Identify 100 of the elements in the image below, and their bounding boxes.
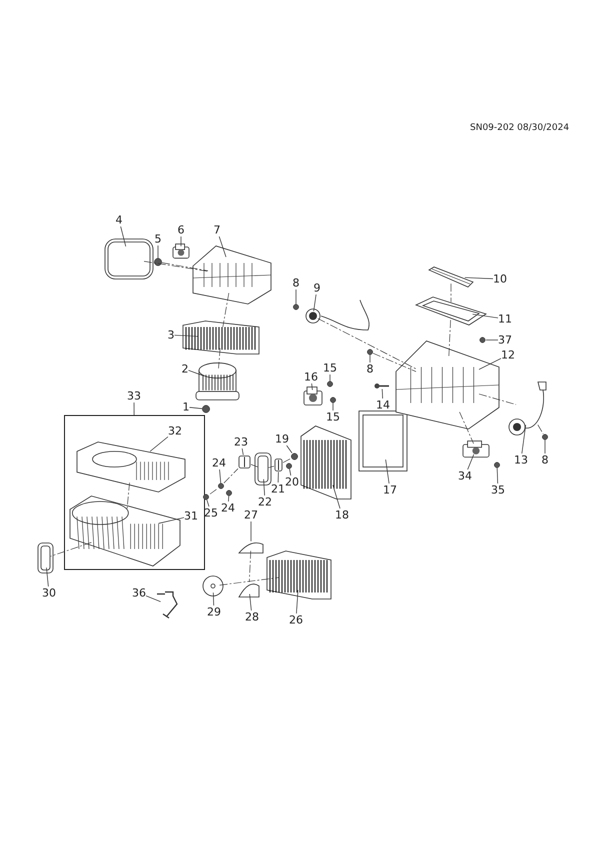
- leader-line: [332, 484, 340, 509]
- screw-drawing: [224, 490, 234, 496]
- leader-line: [218, 236, 226, 258]
- screw-drawing: [542, 434, 548, 440]
- actuator-drawing: [172, 243, 190, 259]
- callout-number: 18: [335, 508, 349, 522]
- assembly-line: [250, 464, 258, 468]
- screw-drawing: [374, 383, 390, 389]
- assembly-line: [248, 550, 252, 582]
- filter-frame-drawing: [358, 410, 408, 472]
- assembly-line: [222, 292, 230, 328]
- actuator-motor-drawing: [305, 308, 321, 324]
- assembly-line: [448, 320, 451, 358]
- assembly-line: [538, 424, 544, 434]
- screw-drawing: [154, 258, 162, 266]
- assembly-line: [372, 352, 416, 372]
- screw-drawing: [367, 349, 373, 355]
- leader-line: [150, 436, 168, 452]
- callout-number: 14: [376, 398, 390, 412]
- drawing-number: SN09-202 08/30/2024: [470, 123, 570, 133]
- assembly-line: [126, 482, 130, 510]
- leader-line: [496, 468, 498, 484]
- callout-number: 28: [245, 610, 259, 624]
- seal-drawing: [37, 542, 54, 574]
- callout-number: 26: [289, 614, 303, 626]
- assembly-line: [224, 468, 238, 484]
- callout-number: 21: [271, 482, 285, 496]
- callout-number: 4: [116, 214, 122, 226]
- callout-number: 9: [314, 282, 320, 294]
- gasket-drawing: [104, 238, 154, 280]
- callout-number: 12: [501, 348, 515, 362]
- leader-line: [46, 567, 49, 587]
- assembly-line: [282, 458, 292, 463]
- leader-line: [180, 236, 182, 247]
- duct-strip-drawing: [428, 266, 474, 288]
- actuator-drawing: [462, 440, 490, 458]
- actuator-motor-drawing: [508, 380, 548, 436]
- leader-line: [467, 454, 474, 470]
- callout-number: 32: [168, 424, 182, 438]
- callout-number: 15: [326, 410, 340, 424]
- assembly-line: [318, 318, 416, 370]
- callout-number: 6: [178, 224, 184, 236]
- callout-number: 24: [212, 456, 226, 470]
- callout-number: 30: [42, 586, 56, 600]
- screw-drawing: [202, 404, 210, 414]
- callout-number: 37: [498, 334, 512, 346]
- leader-line: [278, 472, 279, 483]
- o-ring-drawing: [286, 463, 292, 469]
- leader-line: [250, 521, 252, 542]
- leader-line: [263, 478, 265, 496]
- callout-number: 34: [458, 470, 472, 482]
- leader-line: [146, 595, 161, 602]
- callout-number: 27: [244, 508, 258, 522]
- callout-number: 19: [275, 432, 289, 446]
- leader-line: [311, 383, 313, 390]
- callout-number: 15: [323, 362, 337, 374]
- assembly-line: [144, 261, 208, 272]
- evaporator-drawing: [300, 425, 352, 500]
- screw-drawing: [330, 397, 336, 403]
- screw-drawing: [327, 381, 333, 387]
- leader-line: [544, 440, 546, 454]
- leader-line: [385, 459, 390, 484]
- assembly-line: [450, 283, 452, 302]
- assembly-line: [219, 577, 280, 586]
- blower-motor-drawing: [195, 360, 240, 402]
- callout-number: 8: [292, 276, 300, 290]
- leader-line: [158, 517, 184, 524]
- leader-line: [242, 448, 244, 456]
- assembly-line: [218, 348, 220, 369]
- callout-number: 1: [182, 400, 190, 414]
- pin-drawing: [202, 494, 210, 500]
- callout-number: 25: [204, 506, 218, 520]
- leader-line: [522, 424, 526, 454]
- callout-number: 11: [498, 312, 512, 326]
- leader-line: [189, 407, 202, 409]
- callout-number: 35: [491, 484, 505, 496]
- group-frame: [64, 415, 205, 570]
- callout-number: 13: [514, 454, 528, 466]
- assembly-line: [210, 488, 218, 494]
- leader-line: [296, 590, 298, 614]
- blower-case-drawing: [69, 495, 181, 567]
- leader-line: [219, 469, 222, 484]
- case-drawing: [76, 441, 186, 493]
- leader-line: [212, 592, 214, 606]
- callout-number: 33: [127, 390, 141, 402]
- leader-line: [188, 370, 204, 376]
- callout-number: 17: [383, 484, 397, 496]
- housing-drawing: [395, 340, 500, 430]
- housing-drawing: [192, 245, 272, 305]
- assembly-line: [162, 262, 208, 272]
- callout-number: 31: [184, 510, 198, 522]
- callout-number: 3: [168, 328, 174, 342]
- leader-line: [478, 358, 502, 370]
- seal-drawing: [415, 296, 487, 326]
- leader-line: [249, 594, 252, 611]
- heater-core-drawing: [266, 550, 332, 600]
- leader-line: [289, 468, 292, 476]
- resistor-drawing: [303, 386, 323, 406]
- leader-line: [206, 500, 210, 507]
- leader-line: [464, 277, 494, 280]
